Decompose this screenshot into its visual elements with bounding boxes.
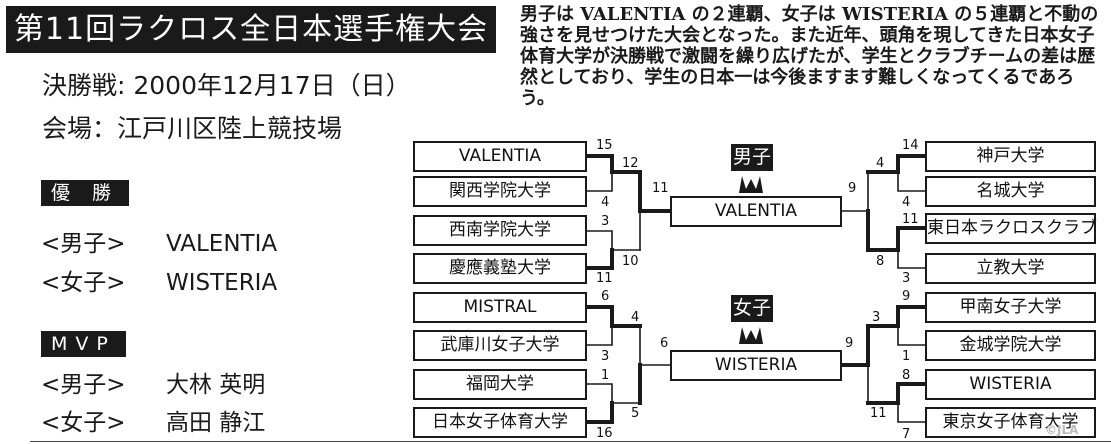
mvp-men-gender: <男子> — [41, 372, 126, 398]
score: 9 — [848, 181, 857, 196]
victory-women: <女子> WISTERIA — [41, 263, 277, 297]
women-right-team: WISTERIA — [925, 369, 1096, 400]
score: 1 — [601, 368, 610, 383]
victory-men-name: VALENTIA — [166, 231, 278, 257]
page-title: 第11回ラクロス全日本選手権大会 — [6, 6, 496, 53]
score: 8 — [876, 254, 885, 269]
men-left-team: VALENTIA — [413, 141, 587, 172]
score: 4 — [876, 156, 885, 171]
men-right-team: 立教大学 — [925, 253, 1096, 284]
men-bracket-lines — [585, 154, 927, 270]
score: 11 — [596, 271, 613, 286]
women-right-team: 金城学院大学 — [925, 330, 1096, 361]
mvp-women: <女子> 高田 静江 — [41, 403, 265, 437]
score: 11 — [652, 181, 669, 196]
women-left-team: MISTRAL — [413, 292, 587, 323]
victory-women-name: WISTERIA — [166, 270, 278, 296]
women-badge: 女子 — [731, 295, 773, 322]
bottom-rule — [30, 441, 1111, 442]
summary-text: 男子は VALENTIA の２連覇、女子は WISTERIA の５連覇と不動の強… — [520, 4, 1099, 109]
score: 3 — [601, 214, 610, 229]
score: 5 — [631, 406, 640, 421]
score: 11 — [870, 406, 887, 421]
score: 6 — [601, 289, 610, 304]
victory-men-gender: <男子> — [41, 231, 126, 257]
men-left-team: 関西学院大学 — [413, 176, 587, 207]
women-left-team: 日本女子体育大学 — [413, 407, 587, 438]
men-left-team: 西南学院大学 — [413, 215, 587, 246]
women-left-team: 福岡大学 — [413, 369, 587, 400]
women-right-team: 東京女子体育大学 — [925, 407, 1096, 438]
score: 8 — [902, 368, 911, 383]
mvp-men: <男子> 大林 英明 — [41, 365, 265, 399]
score: 1 — [902, 349, 911, 364]
score: 16 — [596, 426, 613, 441]
men-left-team: 慶應義塾大学 — [413, 253, 587, 284]
score: 6 — [660, 336, 669, 351]
women-left-team: 武庫川女子大学 — [413, 330, 587, 361]
mvp-label: MVP — [41, 331, 126, 357]
men-right-team: 神戸大学 — [925, 141, 1096, 172]
score: 10 — [622, 254, 639, 269]
mvp-women-name: 高田 静江 — [166, 410, 266, 436]
mvp-men-name: 大林 英明 — [166, 372, 266, 398]
score: 9 — [902, 289, 911, 304]
men-right-team: 東日本ラクロスクラブ — [925, 213, 1097, 244]
watermark: ©JLA — [1045, 423, 1079, 437]
score: 3 — [902, 271, 911, 286]
score: 7 — [902, 427, 911, 442]
crown-icon — [739, 176, 763, 193]
men-right-team: 名城大学 — [925, 176, 1096, 207]
crown-icon — [739, 327, 763, 344]
women-bracket-lines — [585, 305, 927, 424]
score: 4 — [631, 310, 640, 325]
venue: 会場：江戸川区陸上競技場 — [42, 114, 343, 143]
victory-men: <男子> VALENTIA — [41, 224, 277, 258]
victory-women-gender: <女子> — [41, 270, 126, 296]
score: 11 — [902, 212, 919, 227]
score: 15 — [596, 138, 613, 153]
score: 3 — [872, 310, 881, 325]
women-champion-box: WISTERIA — [670, 350, 842, 381]
score: 3 — [601, 349, 610, 364]
victory-label: 優 勝 — [41, 180, 130, 206]
score: 14 — [902, 138, 919, 153]
final-date: 決勝戦: 2000年12月17日（日） — [42, 71, 411, 100]
mvp-women-gender: <女子> — [41, 410, 126, 436]
men-badge: 男子 — [731, 144, 773, 171]
score: 4 — [902, 195, 911, 210]
score: 9 — [845, 336, 854, 351]
women-right-team: 甲南女子大学 — [925, 292, 1096, 323]
score: 12 — [622, 156, 639, 171]
men-champion-box: VALENTIA — [670, 196, 842, 227]
score: 4 — [601, 195, 610, 210]
